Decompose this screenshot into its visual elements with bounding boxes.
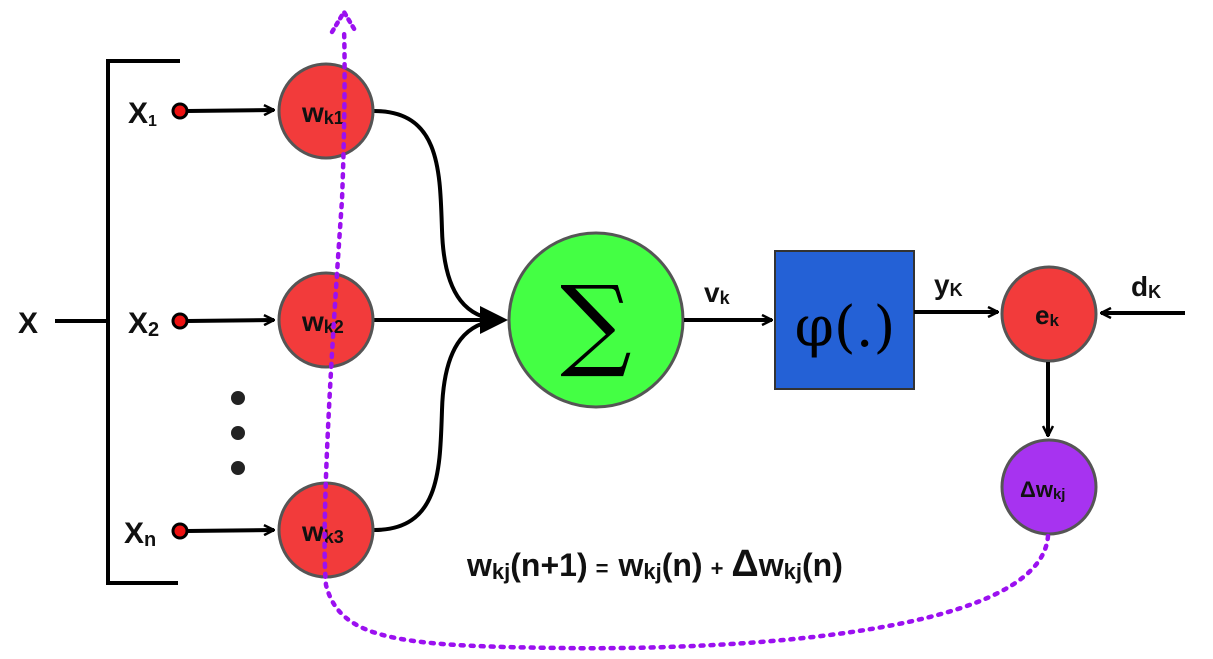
delta-weight-label: Δwkj (1020, 477, 1065, 503)
summation-node (507, 231, 685, 409)
weight-update-feedback-path (322, 25, 1051, 651)
activation-function-box (774, 250, 915, 390)
ellipsis-dot-3 (231, 461, 245, 475)
weight-label-wk2: wk2 (301, 306, 344, 337)
arrow-x2-to-wk2 (186, 320, 274, 321)
connection-wk1-to-sum (373, 109, 501, 322)
dk-label: dK (1131, 271, 1161, 302)
x-vector-label: X (18, 307, 38, 340)
input-label-xn: Xn (124, 517, 156, 551)
ellipsis-dot-2 (231, 426, 245, 440)
weight-node-wk2 (277, 271, 375, 369)
input-dot-x1 (171, 102, 189, 120)
weight-label-wk3: wk3 (301, 516, 344, 547)
sum-input-arrowhead (480, 306, 508, 334)
weight-node-wk1 (277, 62, 375, 160)
ellipsis-dot-1 (231, 391, 245, 405)
input-dot-xn (171, 522, 189, 540)
input-dot-x2 (171, 312, 189, 330)
connection-wk3-to-sum (373, 318, 501, 532)
arrow-x1-to-wk1 (186, 110, 274, 111)
activation-function-label: φ(.) (795, 295, 896, 360)
vk-label: vk (704, 277, 731, 308)
summation-symbol: ∑ (560, 264, 631, 381)
feedback-arrowhead (329, 7, 359, 35)
error-node-label: ek (1035, 300, 1059, 330)
input-bracket (106, 59, 180, 585)
weight-label-wk1: wk1 (301, 97, 344, 128)
input-label-x2: X2 (128, 307, 159, 341)
yk-label: yK (934, 269, 963, 300)
error-node (1000, 265, 1098, 363)
input-label-x1: X1 (128, 97, 157, 130)
weight-update-equation: wkj(n+1)=wkj(n)+Δwkj(n) (466, 543, 843, 585)
arrow-xn-to-wk3 (186, 530, 274, 531)
